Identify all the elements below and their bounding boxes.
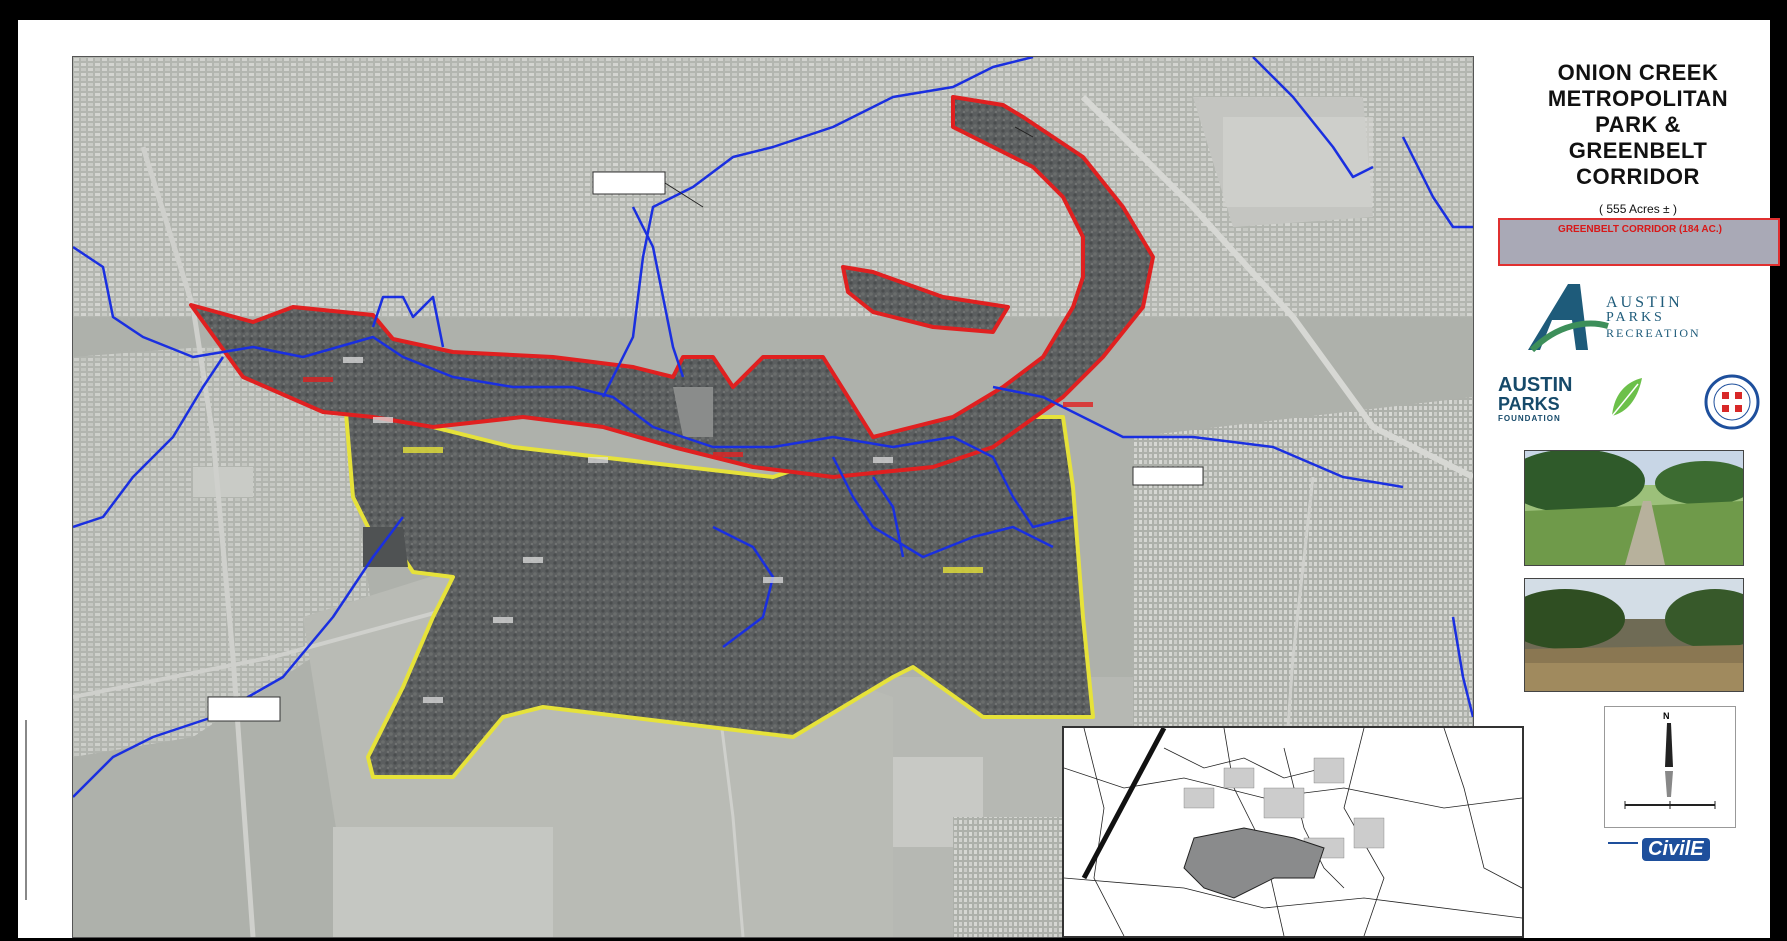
north-arrow-icon bbox=[1624, 723, 1716, 809]
apf-word-1: AUSTIN bbox=[1498, 374, 1573, 396]
map-sheet: ONION CREEK METROPOLITAN PARK & GREENBEL… bbox=[18, 20, 1780, 938]
acreage-label: ( 555 Acres ± ) bbox=[1599, 202, 1677, 216]
parks-rec-word-3: RECREATION bbox=[1606, 326, 1701, 340]
austin-parks-recreation-logo: AUSTIN PARKS RECREATION bbox=[1518, 276, 1758, 356]
leaf-icon bbox=[1611, 378, 1642, 417]
parks-rec-word-1: AUSTIN bbox=[1606, 294, 1683, 311]
map-title-line-3: PARK & bbox=[1595, 112, 1681, 137]
north-label: N bbox=[1663, 711, 1670, 721]
greenbelt-legend-label: GREENBELT CORRIDOR (184 AC.) bbox=[1558, 224, 1722, 235]
civile-wordmark: CivilE bbox=[1642, 838, 1710, 861]
trail-photo bbox=[1524, 450, 1744, 566]
civile-logo: CivilE bbox=[1608, 834, 1728, 866]
inset-location-map bbox=[1062, 726, 1524, 938]
fine-print-strip bbox=[25, 720, 27, 900]
map-title-line-2: METROPOLITAN bbox=[1547, 86, 1729, 111]
parks-rec-word-2: PARKS bbox=[1606, 310, 1665, 325]
city-seal-icon bbox=[1704, 374, 1760, 430]
austin-parks-foundation-logo: AUSTIN PARKS FOUNDATION bbox=[1498, 374, 1648, 430]
map-title-line-5: CORRIDOR bbox=[1576, 164, 1700, 189]
legend-panel: ONION CREEK METROPOLITAN PARK & GREENBEL… bbox=[1488, 56, 1787, 936]
parks-rec-a-icon bbox=[1528, 284, 1609, 353]
aerial-map bbox=[72, 56, 1474, 938]
map-title-line-1: ONION CREEK bbox=[1557, 60, 1719, 85]
north-arrow-scale: N bbox=[1604, 706, 1736, 828]
map-title-line-4: GREENBELT bbox=[1568, 138, 1708, 163]
legend-box: GREENBELT CORRIDOR (184 AC.) bbox=[1498, 218, 1780, 266]
apf-word-2: PARKS bbox=[1498, 394, 1560, 414]
creek-photo bbox=[1524, 578, 1744, 692]
apf-word-3: FOUNDATION bbox=[1498, 414, 1561, 423]
